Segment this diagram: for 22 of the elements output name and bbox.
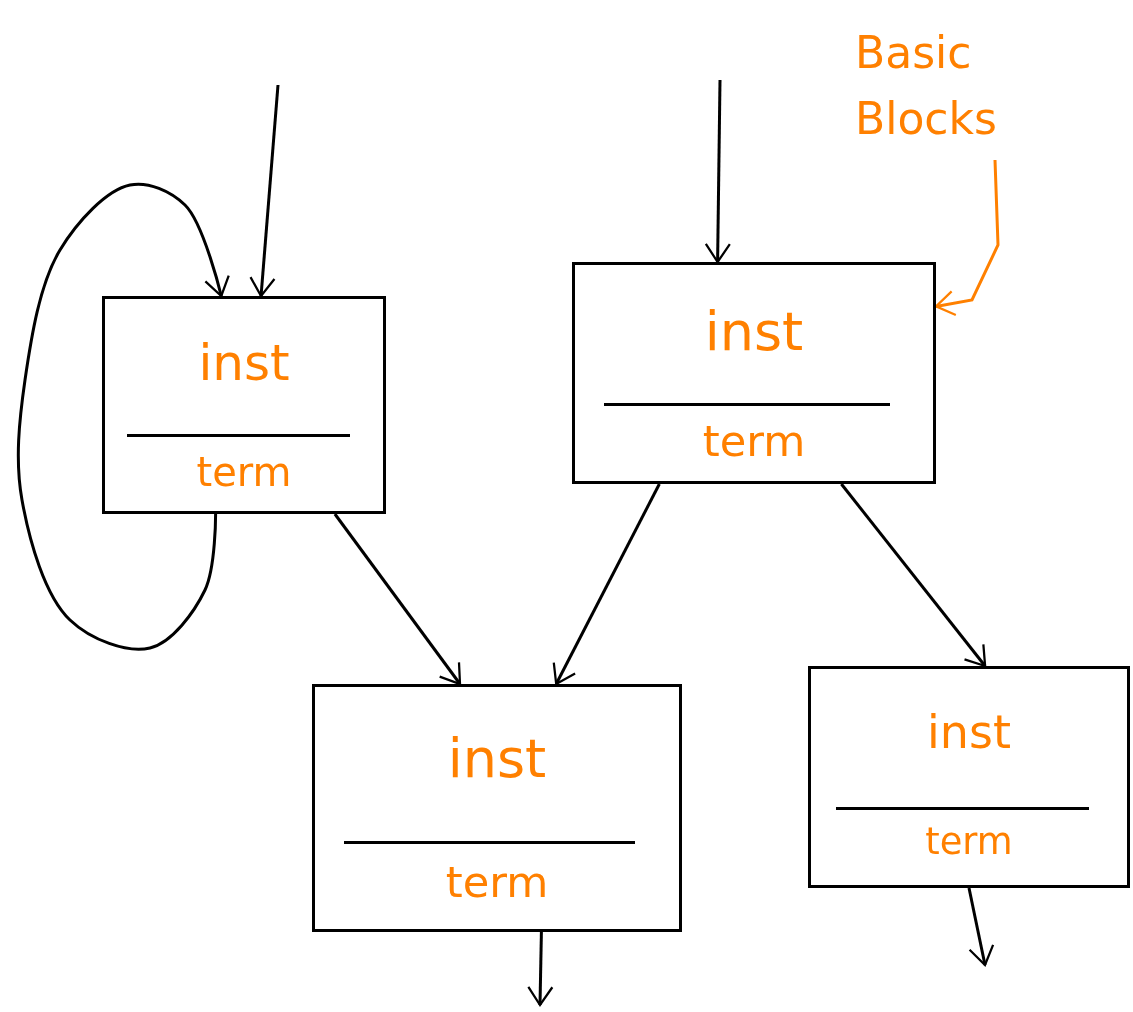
block-text: inst xyxy=(703,304,805,359)
basic-block-box xyxy=(102,296,386,514)
arrow xyxy=(527,931,554,1007)
block-text: inst xyxy=(926,708,1012,755)
arrow xyxy=(967,887,995,967)
block-text: inst xyxy=(197,338,291,389)
annotation-text: Basic Blocks xyxy=(855,20,1105,160)
arrow xyxy=(934,159,1000,317)
basic-block-box xyxy=(808,666,1130,888)
block-text: term xyxy=(924,824,1014,862)
basic-block-box xyxy=(312,684,682,932)
arrow xyxy=(552,483,661,686)
block-text: term xyxy=(195,451,293,492)
arrow xyxy=(249,84,280,298)
block-text: term xyxy=(701,420,807,464)
basic-block-box xyxy=(572,262,936,484)
block-text: inst xyxy=(446,731,548,786)
arrow xyxy=(16,182,230,651)
arrow xyxy=(333,513,462,686)
block-text: term xyxy=(444,860,550,904)
arrow xyxy=(840,483,987,668)
arrow xyxy=(704,79,731,264)
